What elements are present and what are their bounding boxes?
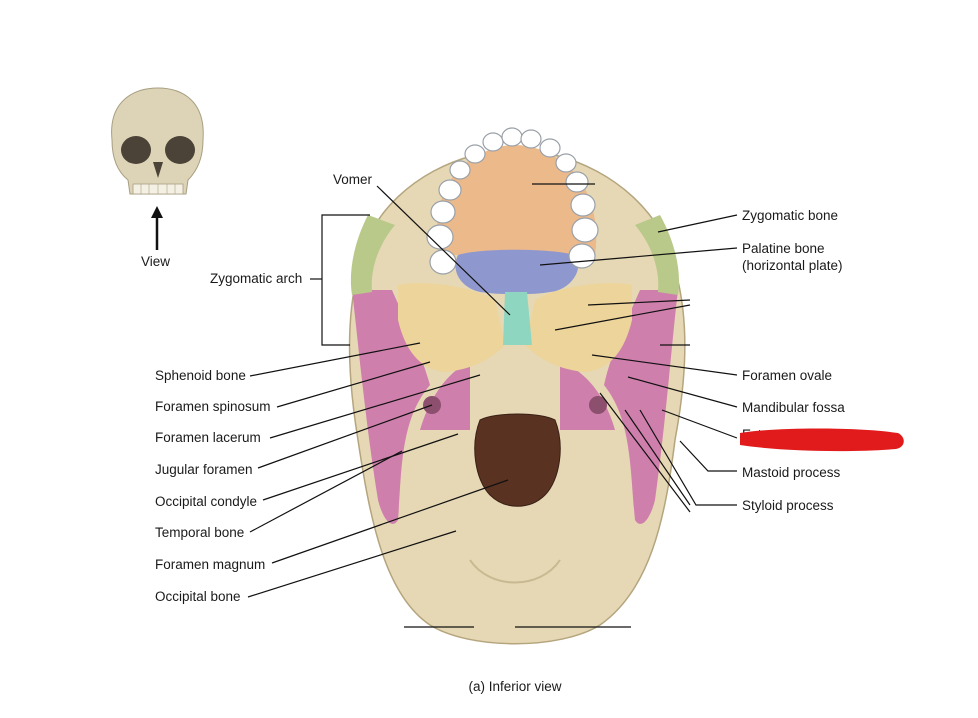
thumbnail-view-label: View	[141, 254, 171, 269]
thumbnail-skull-icon	[111, 87, 204, 195]
label-zygomatic-bone: Zygomatic bone	[742, 208, 839, 223]
label-mastoid-process: Mastoid process	[742, 465, 841, 480]
palatine-bone	[455, 249, 579, 295]
sphenoid-left	[398, 283, 505, 372]
foramen-right-dot	[589, 396, 607, 414]
label-occipital-bone: Occipital bone	[155, 589, 241, 604]
figure-caption: (a) Inferior view	[468, 679, 562, 694]
occipital-ridge	[469, 559, 561, 584]
foramen-magnum-shape	[474, 413, 561, 507]
label-foramen-spinosum: Foramen spinosum	[155, 399, 271, 414]
maxilla	[437, 145, 597, 255]
label-vomer: Vomer	[333, 172, 373, 187]
temporal-bone-right	[604, 290, 678, 524]
leader-lines	[247, 183, 738, 628]
vomer-bone	[503, 292, 532, 345]
label-occipital-condyle: Occipital condyle	[155, 494, 258, 509]
label-mandibular-fossa: Mandibular fossa	[742, 400, 845, 415]
sphenoid-right	[525, 283, 632, 372]
teeth	[426, 127, 599, 275]
label-palatine-bone: Palatine bone	[742, 241, 825, 256]
label-zygomatic-arch: Zygomatic arch	[210, 271, 303, 286]
view-arrow-icon	[151, 206, 163, 250]
redaction-scribble	[740, 428, 904, 452]
label-jugular-foramen: Jugular foramen	[155, 462, 253, 477]
label-foramen-ovale: Foramen ovale	[742, 368, 833, 383]
label-sphenoid-bone: Sphenoid bone	[155, 368, 246, 383]
label-palatine-bone-sub: (horizontal plate)	[742, 258, 843, 273]
skull-inferior-view	[348, 127, 686, 645]
zygomatic-left	[350, 215, 395, 295]
label-foramen-magnum: Foramen magnum	[155, 557, 266, 572]
label-styloid-process: Styloid process	[742, 498, 834, 513]
label-temporal-bone: Temporal bone	[155, 525, 245, 540]
label-foramen-lacerum: Foramen lacerum	[155, 430, 261, 445]
